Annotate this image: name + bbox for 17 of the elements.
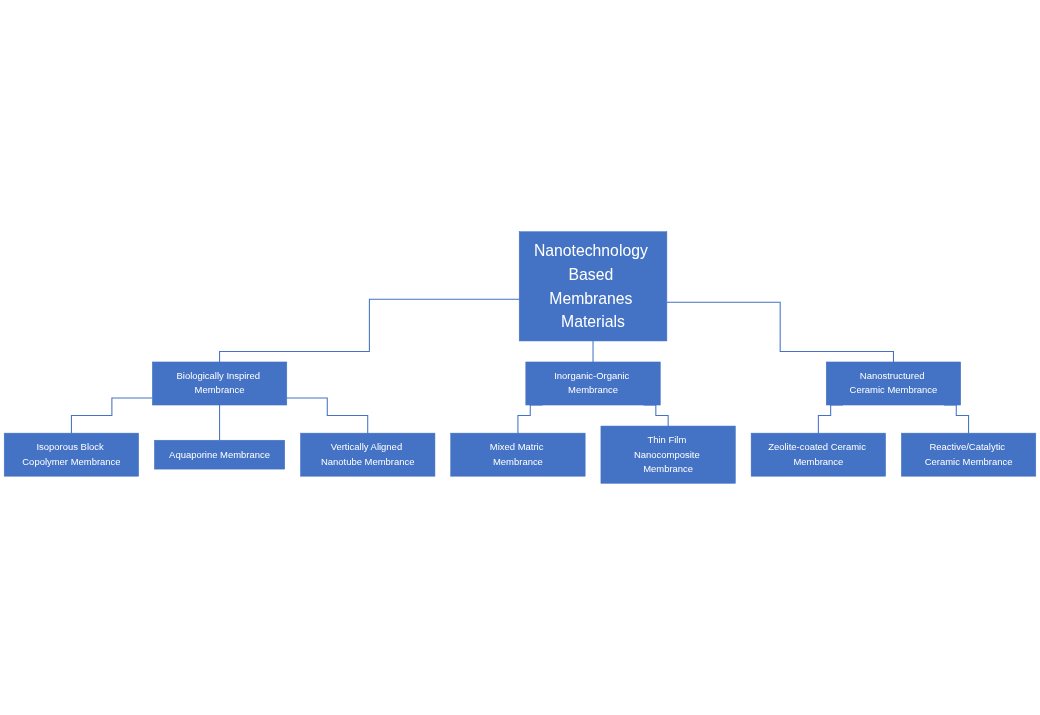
node-box: Thin Film Nanocomposite Membrance [600,425,736,484]
node-box: Nanostructured Ceramic Membrance [825,361,961,406]
node-box: Mixed Matric Membrance [450,432,586,477]
connector [70,397,153,434]
node-box: Inorganic-Organic Membrance [525,361,661,406]
connector [219,404,221,441]
connector [592,340,594,363]
node-box: Reactive/Catalytic Ceramic Membrance [901,432,1037,477]
connector [219,298,520,363]
node-box: Vertically Aligned Nanotube Membrance [300,432,436,477]
node-box: Isoporous Block Copolymer Membrance [3,432,139,477]
node-box: Aquaporine Membrance [154,439,285,470]
node-box: Biologically Inspired Membrance [152,361,288,406]
node-box: Nanotechnology Based Membranes Materials [518,231,668,342]
connector [666,301,894,363]
connector [286,397,369,434]
node-box: Zeolite-coated Ceramic Membrance [750,432,886,477]
